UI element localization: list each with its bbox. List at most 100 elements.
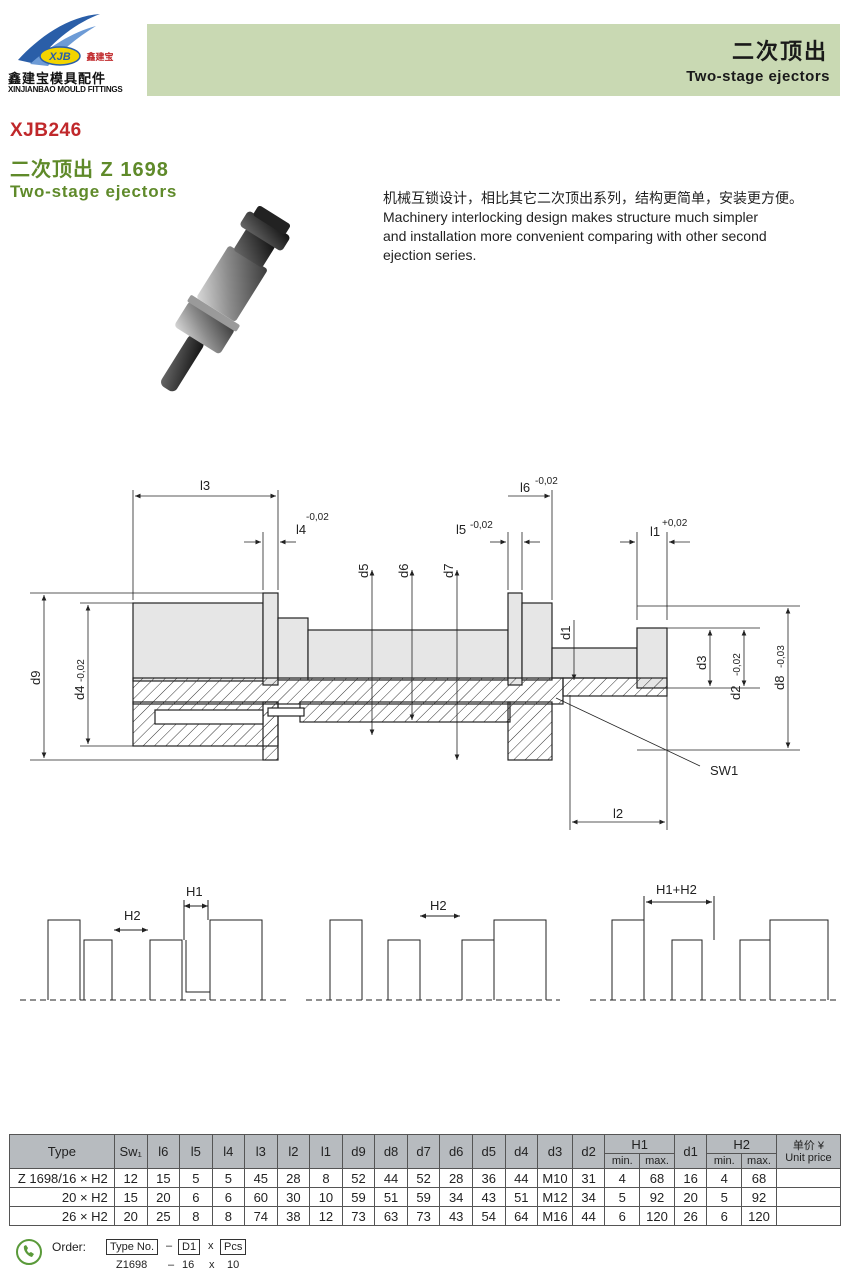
table-cell: 12 [113,1168,148,1188]
table-cell: 51 [374,1187,408,1207]
order-pcs: Pcs [220,1239,247,1255]
table-cell: 10 [309,1187,343,1207]
dim-l6-tol: -0,02 [535,476,558,487]
logo-name-cn: 鑫建宝模具配件 [8,71,107,86]
type-cell: 26 × H2 [9,1206,115,1226]
table-cell: 6 [706,1206,743,1226]
table-cell: 25 [146,1206,181,1226]
logo-badge-text: XJB [48,51,70,63]
stage3-h1h2-label: H1+H2 [656,882,697,897]
desc-cn: 机械互锁设计，相比其它二次顶出系列，结构更简单，安装更方便。 [383,190,803,206]
col-h2-max: max. [741,1153,777,1169]
table-cell: 68 [741,1168,777,1188]
table-cell: 73 [406,1206,441,1226]
col-d4: d4 [504,1134,539,1169]
dim-d4-tol: -0,02 [76,659,87,682]
table-cell: 28 [439,1168,473,1188]
dim-d8-tol: -0,03 [776,645,787,668]
table-cell: M12 [537,1187,573,1207]
dim-d5: d5 [356,564,371,578]
table-cell: 8 [211,1206,246,1226]
table-cell: 74 [244,1206,278,1226]
table-cell: 15 [113,1187,148,1207]
table-cell: M10 [537,1168,573,1188]
table-cell: 4 [706,1168,743,1188]
table-cell [775,1187,842,1207]
price-cn: 单价 ¥ [792,1139,825,1152]
order-example: Order: Type No. – D1 x Pcs Z1698 – 16 x … [12,1237,412,1277]
order-type-no: Type No. [106,1239,159,1255]
order-example-pcs: 10 [227,1259,240,1271]
dim-l3: l3 [200,478,210,493]
table-cell: 31 [571,1168,606,1188]
table-cell: 120 [639,1206,675,1226]
dim-l6: l6 [520,480,530,495]
table-cell: 52 [341,1168,376,1188]
table-cell: 20 [146,1187,181,1207]
col-d3: d3 [537,1134,573,1169]
table-cell: 36 [471,1168,506,1188]
order-x-2: x [209,1259,215,1271]
col-l1: l1 [309,1134,343,1169]
table-cell: 8 [179,1206,213,1226]
col-l5: l5 [179,1134,213,1169]
col-l3: l3 [244,1134,278,1169]
col-h1-min: min. [604,1153,641,1169]
table-cell: 73 [341,1206,376,1226]
order-example-d1: 16 [182,1259,195,1271]
table-cell: 52 [406,1168,441,1188]
table-cell: 92 [639,1187,675,1207]
order-dash-1: – [166,1240,173,1252]
dim-d2-tol: -0,02 [732,653,743,676]
dim-d1: d1 [558,626,573,640]
table-cell: 120 [741,1206,777,1226]
desc-en-line-2: and installation more convenient compari… [383,228,767,244]
product-code: XJB246 [10,120,82,141]
xjb-logo: XJB 鑫建宝 [18,14,114,66]
price-en: Unit price [785,1151,832,1164]
table-cell: 8 [309,1168,343,1188]
col-unit-price: 单价 ¥ Unit price [775,1134,842,1169]
col-d5: d5 [471,1134,506,1169]
table-cell: 16 [673,1168,708,1188]
table-cell: 15 [146,1168,181,1188]
stage1-h2-label: H2 [124,908,141,923]
product-title-en: Two-stage ejectors [10,182,178,201]
col-d7: d7 [406,1134,441,1169]
logo-swoosh-icon [18,14,100,64]
col-d8: d8 [374,1134,408,1169]
desc-en-line-3: ejection series. [383,247,477,263]
table-cell: 34 [571,1187,606,1207]
col-l2: l2 [276,1134,311,1169]
table-cell: 20 [113,1206,148,1226]
order-d1: D1 [178,1239,201,1255]
table-cell: 43 [439,1206,473,1226]
table-cell: 44 [571,1206,606,1226]
stage2-h2-label: H2 [430,898,447,913]
ejection-stage-diagrams: H2 H1 H2 H1+H2 [20,882,840,1001]
table-cell: 44 [374,1168,408,1188]
dim-l1: l1 [650,524,660,539]
table-cell: 43 [471,1187,506,1207]
table-cell: 5 [604,1187,641,1207]
table-cell: 54 [471,1206,506,1226]
col-h2: H2 [706,1134,777,1154]
table-cell: 5 [211,1168,246,1188]
table-cell: 59 [341,1187,376,1207]
order-label: Order: [52,1240,87,1254]
phone-icon [16,1239,42,1265]
table-cell: 92 [741,1187,777,1207]
table-cell: 28 [276,1168,311,1188]
table-cell: 12 [309,1206,343,1226]
dim-l4-tol: -0,02 [306,512,329,523]
product-photo [161,205,291,392]
dim-l4: l4 [296,522,306,537]
type-cell: 20 × H2 [9,1187,115,1207]
table-cell: 5 [706,1187,743,1207]
header-band: 二次顶出 Two-stage ejectors [147,24,840,96]
col-sw1: Sw₁ [113,1134,148,1169]
table-cell: 6 [179,1187,213,1207]
order-x-1: x [208,1240,214,1252]
